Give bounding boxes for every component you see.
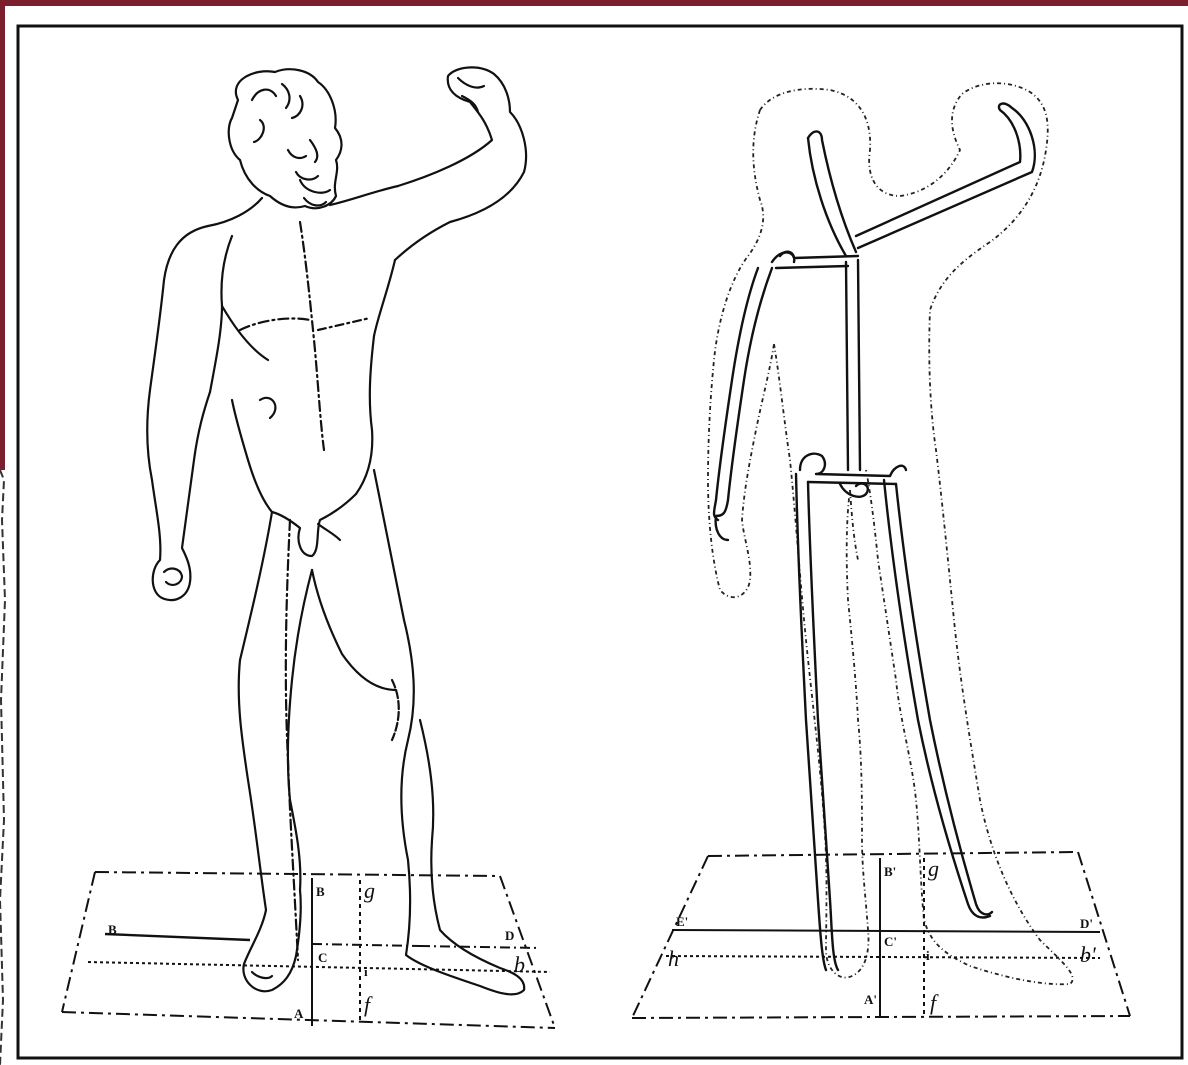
left-leg-a	[239, 512, 301, 991]
right-label-c: C'	[884, 934, 897, 949]
right-label-g: g	[928, 856, 939, 881]
right-label-b-small: b'	[1080, 942, 1096, 967]
right-label-h: h	[668, 946, 679, 971]
left-base-plane	[62, 872, 555, 1028]
left-label-b-small: b	[514, 952, 525, 977]
left-figure	[147, 67, 526, 994]
left-label-a: A	[294, 1006, 304, 1021]
left-label-d: D	[505, 928, 514, 943]
plate-frame	[18, 26, 1182, 1058]
left-label-i: i	[364, 964, 368, 979]
right-label-e: E'	[676, 914, 688, 929]
top-accent-bar	[0, 0, 1188, 6]
right-label-i: i	[926, 948, 930, 963]
left-head	[229, 69, 342, 208]
left-accent-bar	[0, 0, 5, 470]
left-label-b-side: B	[108, 922, 117, 937]
left-label-c: C	[318, 950, 327, 965]
right-label-d: D'	[1080, 916, 1093, 931]
left-label-f: f	[364, 992, 373, 1017]
left-leg-b	[374, 470, 524, 994]
right-label-f: f	[930, 990, 939, 1015]
right-label-b-top: B'	[884, 864, 896, 879]
left-label-b-top: B	[316, 884, 325, 899]
right-label-a: A'	[864, 992, 877, 1007]
right-labels: E' B' D' C' A' g f h b' i	[668, 856, 1096, 1015]
left-border-damage	[0, 470, 5, 1065]
right-base-plane	[632, 852, 1130, 1018]
left-hanging-arm	[147, 226, 210, 600]
left-raised-arm	[395, 67, 526, 260]
left-label-g: g	[364, 878, 375, 903]
right-armature	[714, 104, 1035, 970]
